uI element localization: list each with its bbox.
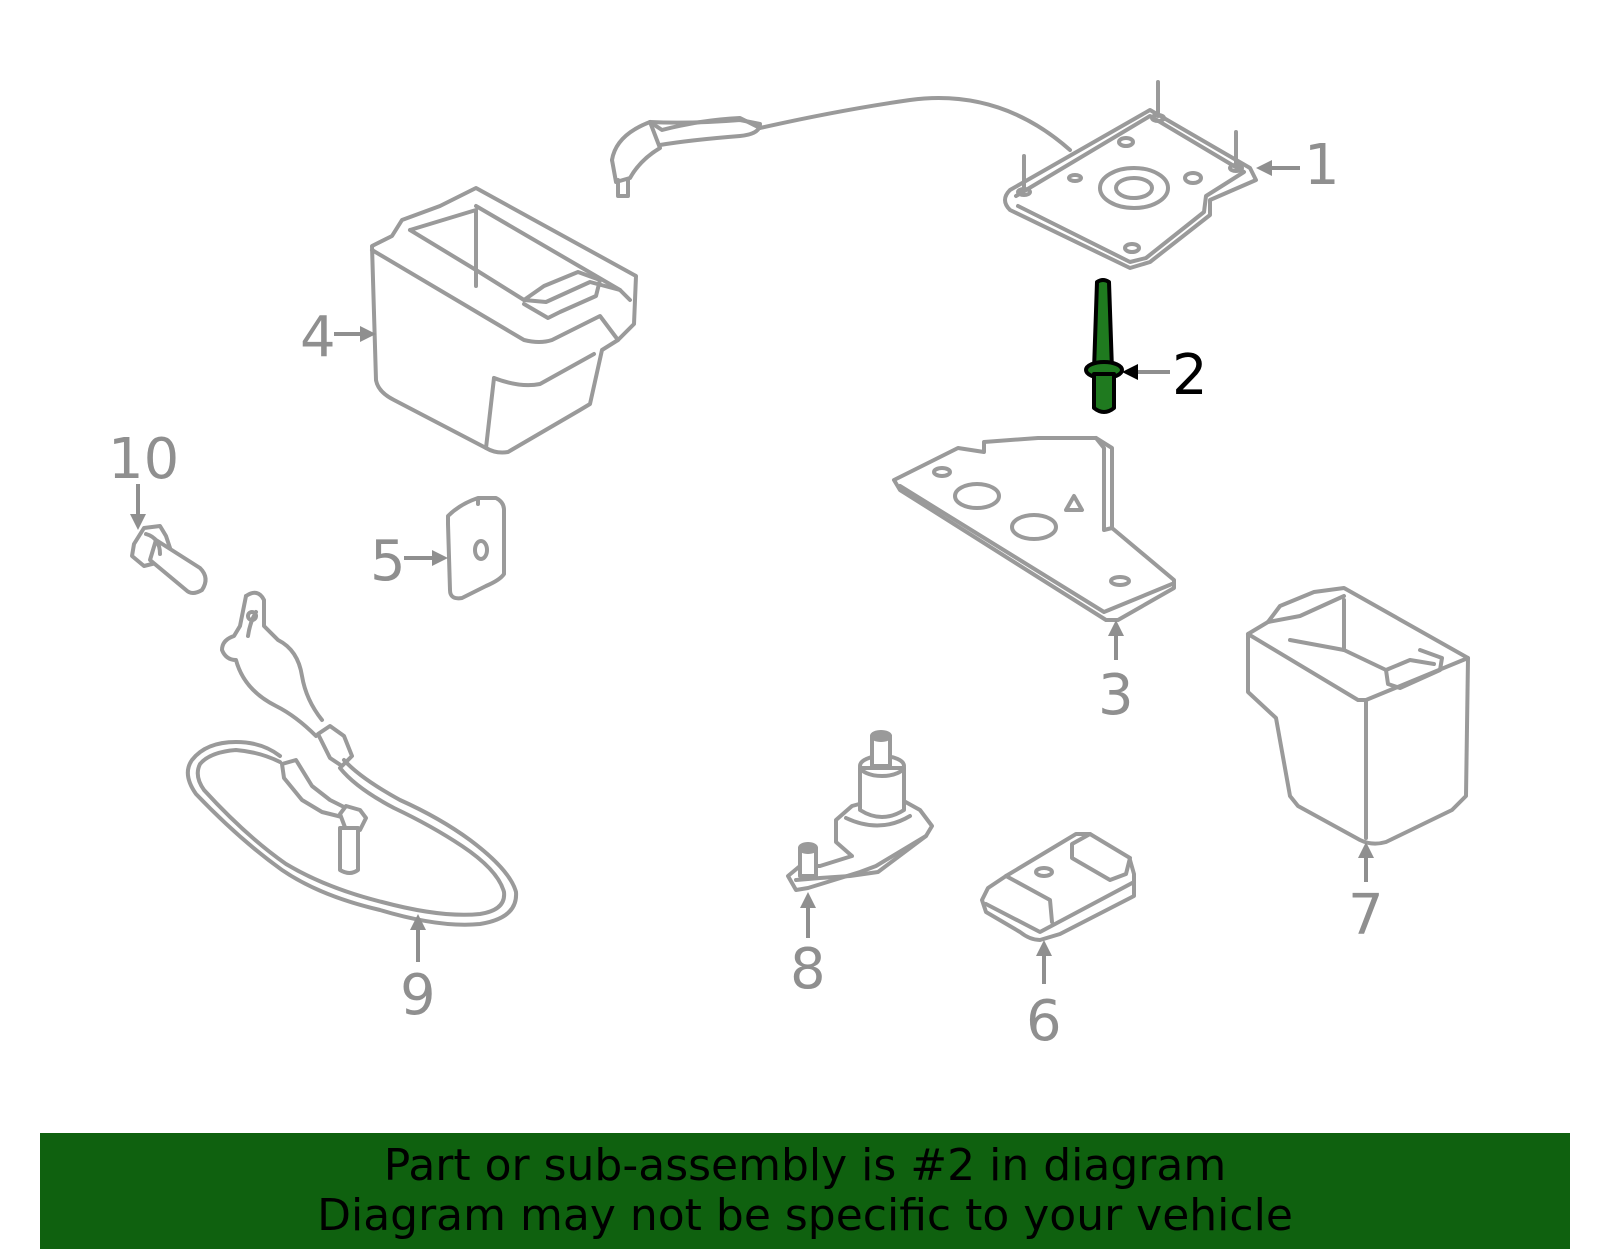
part-1-plate-with-cable — [610, 80, 1258, 270]
leader-arrows — [130, 160, 1374, 984]
banner-line-2: Diagram may not be specific to your vehi… — [317, 1190, 1293, 1241]
part-2-stud-highlighted — [1084, 278, 1124, 414]
callout-5: 5 — [370, 529, 406, 594]
callout-8: 8 — [790, 937, 826, 1002]
callout-7: 7 — [1348, 883, 1384, 948]
part-5-pad — [446, 496, 506, 601]
callout-10: 10 — [108, 427, 179, 492]
banner-line-1: Part or sub-assembly is #2 in diagram — [383, 1140, 1227, 1191]
part-4-battery-tray — [370, 186, 638, 455]
callout-3: 3 — [1098, 663, 1134, 728]
part-7-small-tray — [1246, 586, 1470, 846]
callout-2: 2 — [1172, 343, 1208, 408]
callout-4: 4 — [300, 305, 336, 370]
part-6-retainer — [980, 832, 1136, 942]
info-banner: Part or sub-assembly is #2 in diagram Di… — [40, 1133, 1570, 1249]
part-9-cable — [185, 590, 519, 927]
callout-1: 1 — [1304, 133, 1340, 198]
part-8-stud-bracket — [786, 730, 934, 892]
callout-9: 9 — [400, 963, 436, 1028]
part-10-bolt — [130, 524, 208, 595]
callout-6: 6 — [1026, 989, 1062, 1054]
part-3-bracket — [892, 436, 1176, 622]
